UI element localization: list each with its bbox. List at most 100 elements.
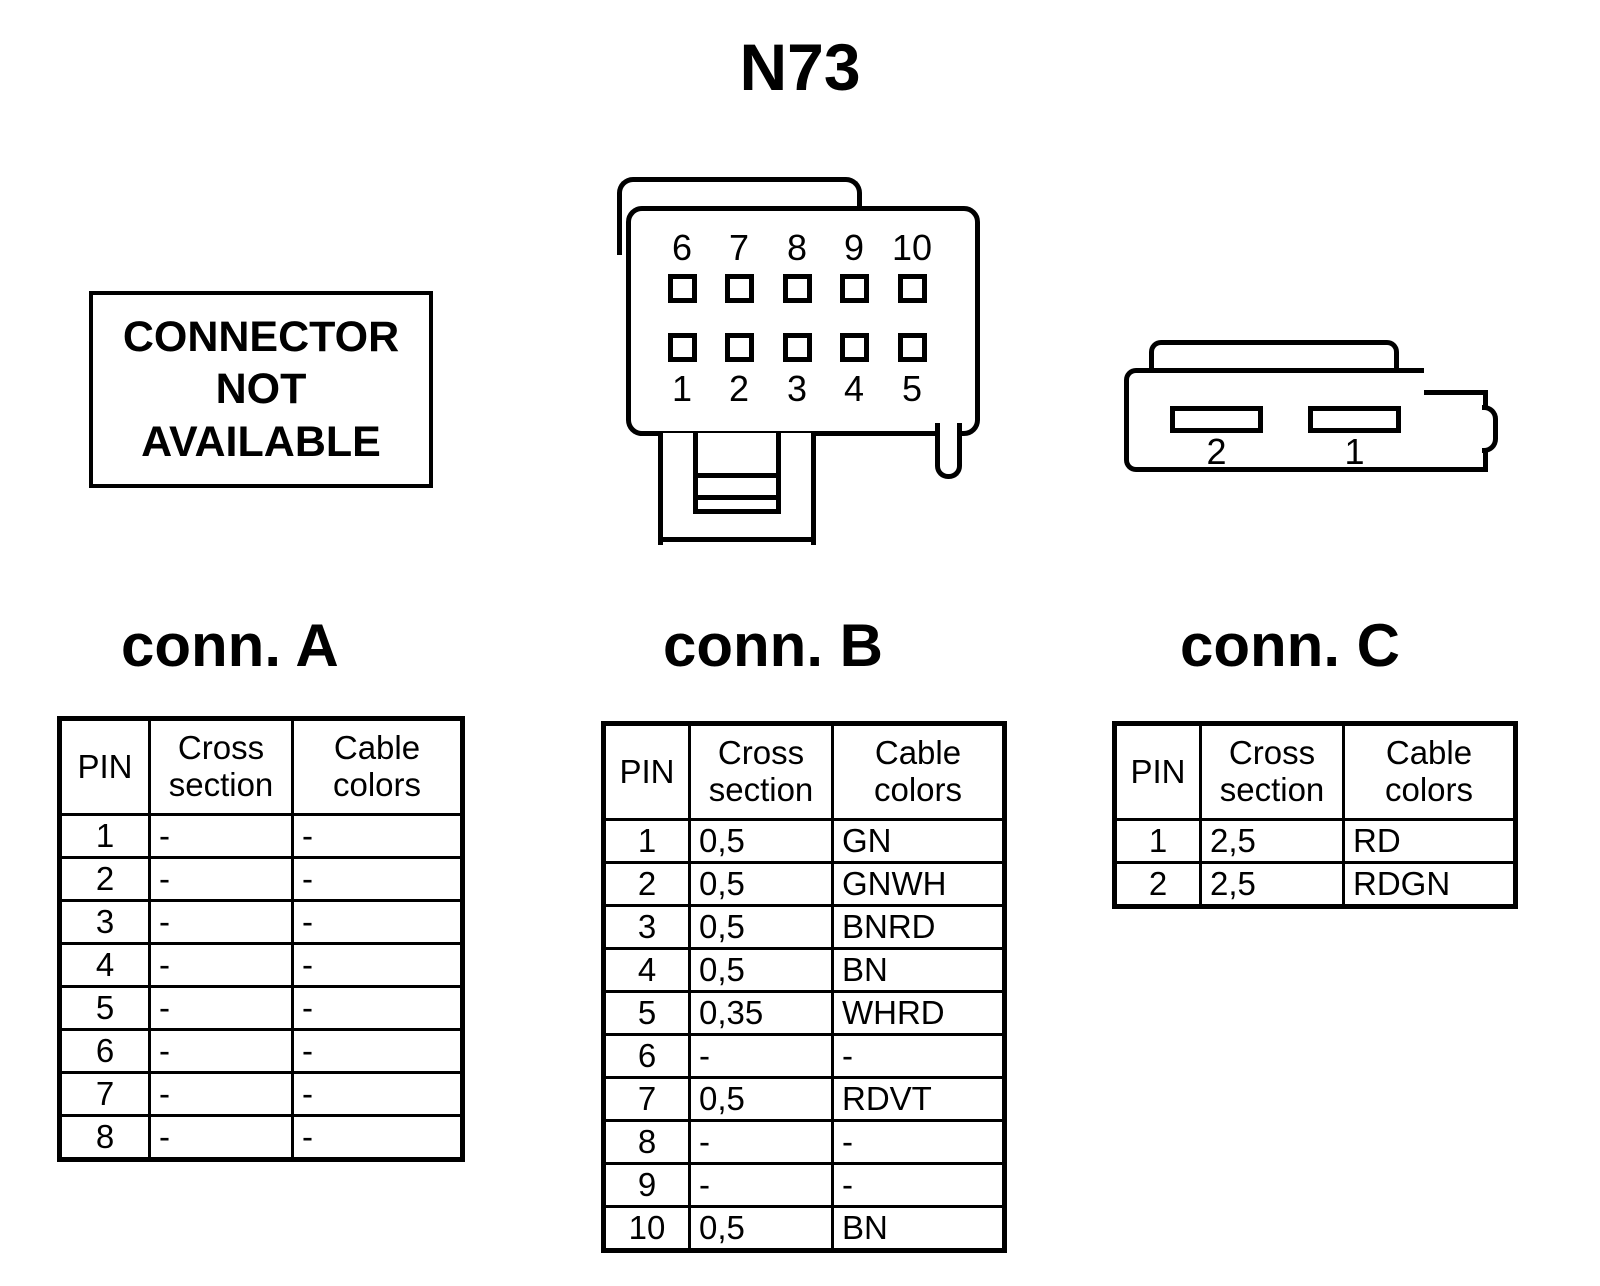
cell-pin: 1: [58, 813, 151, 859]
cell-pin: 10: [602, 1205, 691, 1252]
connector-b-latch-bar-2: [693, 495, 781, 500]
cell-cross-section: 2,5: [1199, 818, 1345, 864]
cell-cross-section: 0,35: [688, 990, 834, 1036]
cell-cross-section: -: [688, 1162, 834, 1208]
connector-b-pin-socket-7: [725, 274, 754, 303]
cell-cable-colors: GNWH: [831, 861, 1006, 907]
column-header-pin: PIN: [58, 717, 151, 816]
cell-cross-section: 0,5: [688, 818, 834, 864]
column-header-cross-section-line1: Cross: [177, 729, 265, 767]
heading-conn-b: conn. B: [663, 612, 883, 679]
column-header-cable-colors: Cable colors: [1342, 722, 1517, 821]
cell-cable-colors: -: [831, 1119, 1006, 1165]
cell-cross-section: 0,5: [688, 1205, 834, 1252]
cell-cross-section: -: [148, 942, 294, 988]
cell-cross-section: 0,5: [688, 947, 834, 993]
table-row: 9--: [602, 1162, 1006, 1208]
column-header-cross-section-line2: section: [1219, 771, 1325, 808]
cell-cable-colors: GN: [831, 818, 1006, 864]
connector-b-top-label-9: 9: [843, 227, 865, 268]
column-header-cable-colors-line1: Cable: [874, 734, 962, 772]
table-header-row: PIN Cross section Cable colors: [1113, 722, 1517, 821]
cell-cross-section: -: [688, 1119, 834, 1165]
cell-cable-colors: -: [831, 1162, 1006, 1208]
table-row: 2--: [58, 856, 464, 902]
cell-pin: 5: [58, 985, 151, 1031]
cell-pin: 8: [602, 1119, 691, 1165]
table-row: 6--: [602, 1033, 1006, 1079]
connector-b-pin-socket-4: [840, 333, 869, 362]
cell-cross-section: -: [148, 899, 294, 945]
connector-b-bottom-label-3: 3: [786, 368, 808, 409]
connector-b-pin-socket-9: [840, 274, 869, 303]
cell-cable-colors: -: [291, 985, 464, 1031]
connector-b-bottom-label-1: 1: [671, 368, 693, 409]
cell-cable-colors: WHRD: [831, 990, 1006, 1036]
heading-conn-c: conn. C: [1180, 612, 1400, 679]
connector-b-side-tab: [935, 423, 962, 479]
cell-pin: 7: [602, 1076, 691, 1122]
cell-pin: 9: [602, 1162, 691, 1208]
not-available-line-3: AVAILABLE: [141, 417, 381, 466]
connector-c-slot-label-1: 1: [1344, 431, 1365, 472]
cell-cable-colors: BN: [831, 1205, 1006, 1252]
connector-b-top-label-6: 6: [671, 227, 693, 268]
column-header-cable-colors-line2: colors: [1384, 771, 1474, 808]
table-row: 8--: [602, 1119, 1006, 1165]
connector-c-illustration: 2 1: [1090, 300, 1500, 490]
not-available-line-2: NOT: [215, 365, 307, 414]
cell-cable-colors: -: [831, 1033, 1006, 1079]
cell-pin: 8: [58, 1114, 151, 1161]
cell-cross-section: 2,5: [1199, 861, 1345, 908]
column-header-cross-section-line1: Cross: [1228, 734, 1316, 772]
cell-cable-colors: RDGN: [1342, 861, 1517, 908]
cell-pin: 6: [58, 1028, 151, 1074]
cell-pin: 1: [1113, 818, 1202, 864]
table-header-row: PIN Cross section Cable colors: [58, 717, 464, 816]
connector-c-body-extension: [1416, 390, 1488, 472]
connector-b-pin-socket-1: [668, 333, 697, 362]
connector-b-top-label-8: 8: [786, 227, 808, 268]
cell-pin: 4: [58, 942, 151, 988]
cell-cable-colors: -: [291, 1028, 464, 1074]
connector-b-pin-socket-2: [725, 333, 754, 362]
cell-cable-colors: BN: [831, 947, 1006, 993]
column-header-cable-colors: Cable colors: [291, 717, 464, 816]
table-row: 1--: [58, 813, 464, 859]
cell-cross-section: 0,5: [688, 861, 834, 907]
column-header-cross-section-line2: section: [708, 771, 814, 808]
connector-b-top-label-10: 10: [891, 227, 933, 268]
connector-b-pin-socket-3: [783, 333, 812, 362]
column-header-cable-colors: Cable colors: [831, 722, 1006, 821]
page-title: N73: [739, 30, 861, 104]
column-header-cross-section: Cross section: [1199, 722, 1345, 821]
cell-cable-colors: RD: [1342, 818, 1517, 864]
cell-pin: 2: [1113, 861, 1202, 908]
cell-pin: 2: [58, 856, 151, 902]
connector-c-slot-1: [1308, 406, 1401, 433]
connector-b-pin-socket-8: [783, 274, 812, 303]
connector-b-bottom-label-5: 5: [901, 368, 923, 409]
connector-b-pin-socket-6: [668, 274, 697, 303]
connector-not-available-box: CONNECTOR NOT AVAILABLE: [89, 291, 433, 488]
cell-cable-colors: -: [291, 899, 464, 945]
column-header-cable-colors-line2: colors: [873, 771, 963, 808]
cell-cable-colors: RDVT: [831, 1076, 1006, 1122]
cell-cable-colors: -: [291, 1071, 464, 1117]
cell-pin: 5: [602, 990, 691, 1036]
heading-conn-a: conn. A: [121, 612, 339, 679]
cell-cross-section: -: [148, 813, 294, 859]
table-row: 3--: [58, 899, 464, 945]
cell-cross-section: -: [148, 985, 294, 1031]
cell-cross-section: 0,5: [688, 904, 834, 950]
